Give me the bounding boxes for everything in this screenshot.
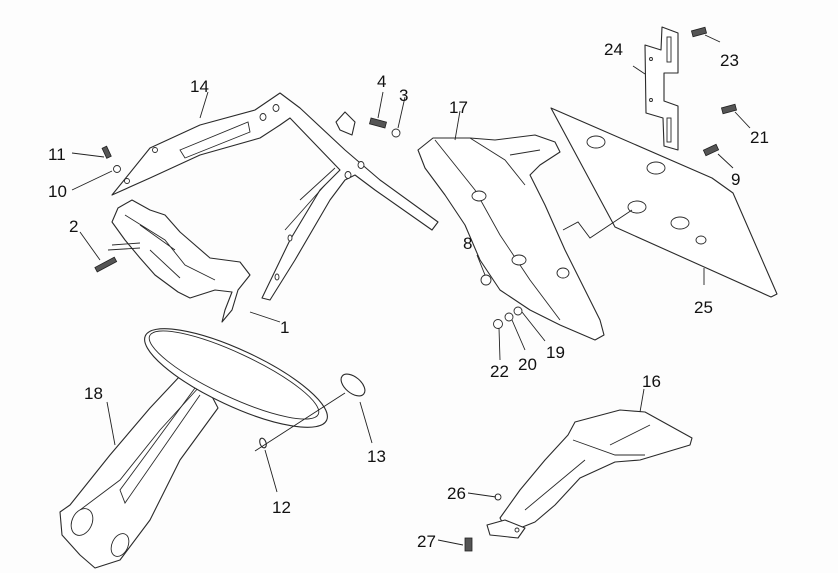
part-14-frame-bracket bbox=[111, 92, 439, 301]
part-1-lower-bracket bbox=[107, 199, 251, 323]
callout-19: 19 bbox=[546, 343, 565, 362]
callout-16: 16 bbox=[642, 372, 661, 391]
callout-26: 26 bbox=[447, 484, 466, 503]
callout-2: 2 bbox=[69, 217, 78, 236]
callout-18: 18 bbox=[84, 384, 103, 403]
part-20-washer bbox=[504, 312, 514, 322]
fasteners bbox=[94, 26, 738, 552]
callout-14: 14 bbox=[190, 77, 209, 96]
callout-25: 25 bbox=[694, 298, 713, 317]
part-8-nut bbox=[480, 274, 492, 286]
callout-9: 9 bbox=[731, 170, 740, 189]
part-12-clip bbox=[254, 392, 346, 452]
part-23-screw bbox=[690, 26, 708, 38]
part-22-nut bbox=[493, 319, 503, 329]
part-24-small-bracket bbox=[644, 26, 679, 151]
part-3-washer bbox=[391, 128, 401, 138]
callout-17: 17 bbox=[449, 98, 468, 117]
callout-13: 13 bbox=[367, 447, 386, 466]
callout-12: 12 bbox=[272, 498, 291, 517]
callout-8: 8 bbox=[463, 234, 472, 253]
part-25-plate-holder bbox=[550, 107, 778, 298]
callout-20: 20 bbox=[518, 355, 537, 374]
part-19-washer bbox=[513, 306, 523, 316]
callout-1: 1 bbox=[280, 318, 289, 337]
part-21-screw bbox=[720, 103, 738, 115]
leader-lines bbox=[71, 34, 751, 546]
callout-4: 4 bbox=[377, 72, 386, 91]
part-18-light-arm bbox=[59, 328, 328, 569]
callout-24: 24 bbox=[604, 40, 623, 59]
part-13-reflector bbox=[340, 373, 366, 397]
callout-11: 11 bbox=[48, 145, 66, 164]
callout-23: 23 bbox=[720, 51, 739, 70]
callout-labels: 11 10 2 14 4 3 17 8 24 23 21 9 25 1 18 1… bbox=[48, 40, 769, 551]
callout-10: 10 bbox=[48, 182, 67, 201]
callout-27: 27 bbox=[417, 532, 436, 551]
part-2-screw bbox=[94, 256, 118, 273]
part-9-screw bbox=[702, 143, 720, 157]
part-27-screw bbox=[464, 537, 473, 552]
callout-21: 21 bbox=[750, 128, 769, 147]
part-10-washer bbox=[113, 165, 121, 173]
callout-3: 3 bbox=[399, 86, 408, 105]
callout-22: 22 bbox=[490, 362, 509, 381]
part-17-rear-fender bbox=[417, 134, 605, 341]
part-11-screw bbox=[101, 145, 112, 159]
part-4-bolt bbox=[369, 117, 387, 129]
part-16-splash-guard bbox=[486, 409, 693, 539]
